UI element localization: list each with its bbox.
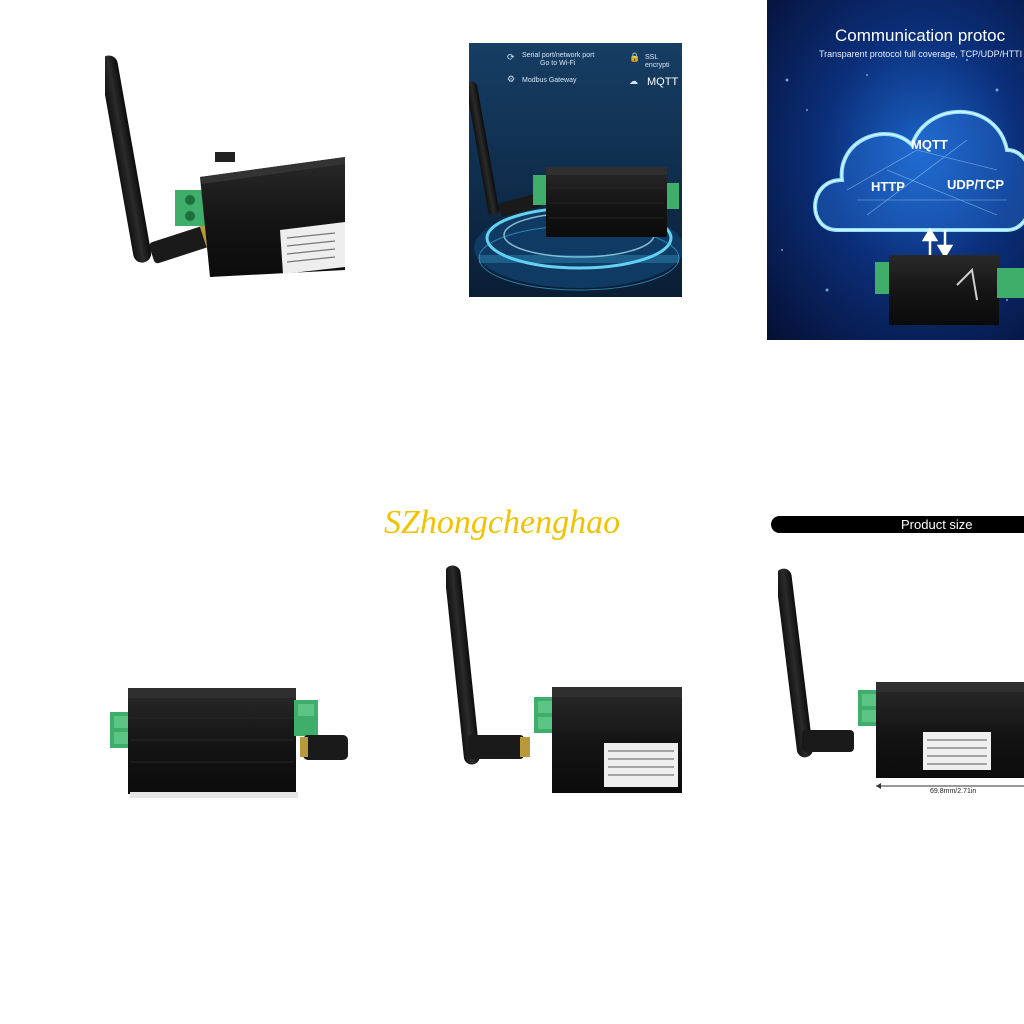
protocol-title: Communication protoc <box>835 26 1006 45</box>
feature-modbus: Modbus Gateway <box>522 77 577 84</box>
feature-serial-line2: Go to Wi-Fi <box>540 60 576 67</box>
gear-icon: ⚙ <box>507 74 516 84</box>
terminal-block <box>175 190 205 226</box>
device-body <box>200 152 345 277</box>
product-photo-front <box>108 680 348 800</box>
feature-ssl: SSL encrypti <box>645 54 670 69</box>
lock-icon: 🔒 <box>629 52 641 62</box>
product-photo-antenna <box>446 563 682 803</box>
features-panel: ⟳ Serial port/network port Go to Wi-Fi 🔒… <box>469 43 682 297</box>
dimension-label: 69.8mm/2.71in <box>930 788 977 795</box>
cloud-icon: ☁ <box>629 76 638 86</box>
brand-logo-text: SZhongchenghao <box>384 504 621 541</box>
product-photo-angle <box>105 52 345 282</box>
feature-serial-line1: Serial port/network port <box>522 52 595 59</box>
label-http: HTTP <box>871 179 905 194</box>
product-size-title: Product size <box>901 517 973 532</box>
label-udp-tcp: UDP/TCP <box>947 177 1005 192</box>
feature-mqtt: MQTT <box>647 76 679 88</box>
sync-icon: ⟳ <box>507 52 515 62</box>
protocol-panel: Communication protoc Transparent protoco… <box>767 0 1024 340</box>
protocol-subtitle: Transparent protocol full coverage, TCP/… <box>819 49 1023 59</box>
label-mqtt: MQTT <box>911 137 948 152</box>
product-size-banner: Product size <box>771 516 1024 533</box>
product-photo-size <box>778 566 1024 786</box>
dimension-line <box>876 783 1024 789</box>
cloud-shape <box>813 109 1024 232</box>
